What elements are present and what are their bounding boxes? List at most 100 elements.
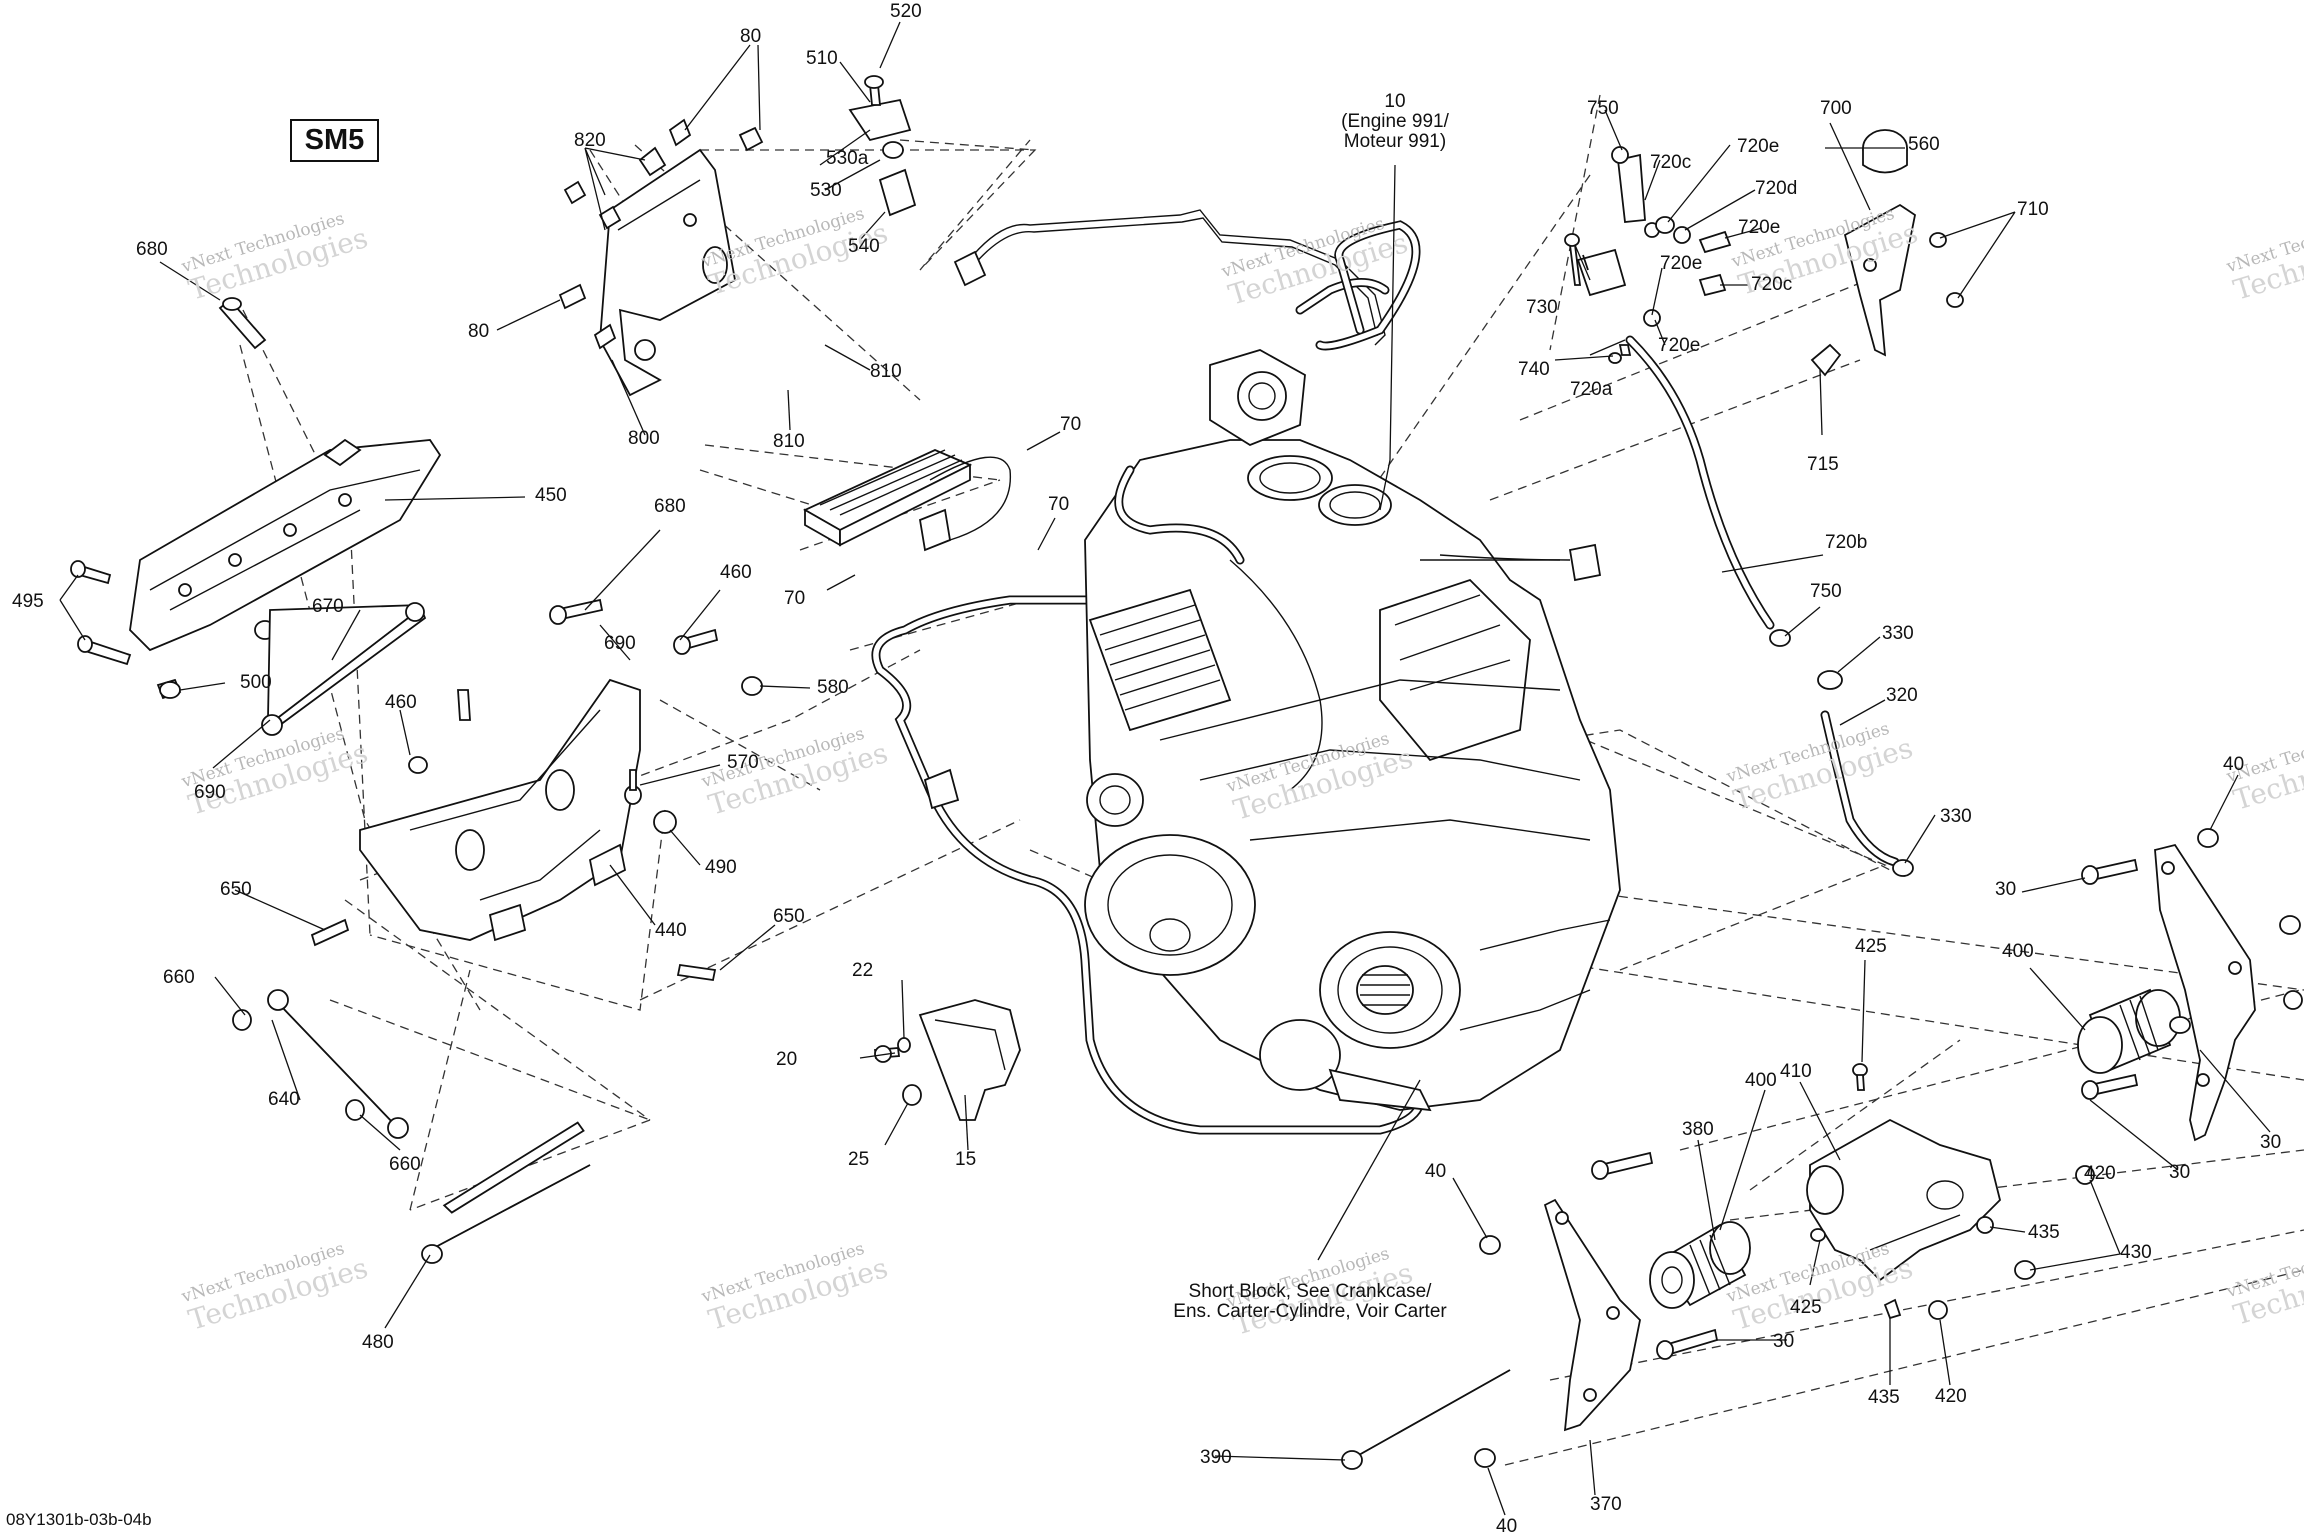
callout-label: 580 bbox=[817, 677, 849, 698]
callout-label: 740 bbox=[1518, 359, 1550, 380]
model-badge: SM5 bbox=[290, 119, 379, 162]
callout-label: 690 bbox=[604, 633, 636, 654]
bracket-450 bbox=[129, 438, 442, 652]
callout-label: 30 bbox=[2260, 1132, 2282, 1153]
bracket-440 bbox=[359, 678, 641, 942]
bracket-370 bbox=[1474, 1198, 1641, 1468]
callout-label: 570 bbox=[727, 752, 759, 773]
bracket-380 bbox=[2154, 828, 2303, 1142]
callout-label: 720c bbox=[1650, 152, 1692, 173]
callout-label: 720c bbox=[1751, 274, 1793, 295]
engine-assembly bbox=[1084, 220, 1621, 1112]
callout-label: 720e bbox=[1658, 335, 1701, 356]
clips-820 bbox=[563, 118, 764, 230]
callout-label: 750 bbox=[1587, 98, 1619, 119]
callout-label: 30 bbox=[2169, 1162, 2191, 1183]
callout-label: 40 bbox=[1496, 1516, 1518, 1537]
callout-label: 720d bbox=[1755, 178, 1798, 199]
callout-label: 500 bbox=[240, 672, 272, 693]
callout-label: 800 bbox=[628, 428, 660, 449]
callout-label: 15 bbox=[955, 1149, 977, 1170]
bolt-480 bbox=[421, 1121, 591, 1264]
callout-label: 40 bbox=[2223, 754, 2245, 775]
callout-label: 495 bbox=[12, 591, 44, 612]
cap-560 bbox=[1862, 129, 1908, 174]
ecu-module bbox=[803, 449, 1012, 552]
bolts-center-left bbox=[310, 598, 763, 982]
callout-label: 480 bbox=[362, 1332, 394, 1353]
callout-label: 750 bbox=[1810, 581, 1842, 602]
callout-leaders bbox=[59, 21, 2271, 1516]
callout-label: 720a bbox=[1570, 379, 1613, 400]
callout-label: 430 bbox=[2120, 1242, 2152, 1263]
callout-label: 80 bbox=[740, 26, 762, 47]
callout-label: 435 bbox=[1868, 1387, 1900, 1408]
callout-label: 720e bbox=[1738, 217, 1781, 238]
callout-label: 440 bbox=[655, 920, 687, 941]
bolts-30 bbox=[1591, 858, 2139, 1360]
callout-label: 30 bbox=[1995, 879, 2017, 900]
callout-label: 660 bbox=[163, 967, 195, 988]
callout-label: 520 bbox=[890, 1, 922, 22]
bolts-495 bbox=[70, 560, 132, 666]
engine-label-line2: Moteur 991) bbox=[1343, 130, 1447, 152]
callout-label: 40 bbox=[1425, 1161, 1447, 1182]
callout-label: 460 bbox=[385, 692, 417, 713]
callout-label: 700 bbox=[1820, 98, 1852, 119]
callout-label: 80 bbox=[468, 321, 490, 342]
callout-label: 720b bbox=[1825, 532, 1868, 553]
fastener-680-top bbox=[218, 297, 267, 350]
callout-label: 530a bbox=[826, 148, 869, 169]
callout-label: 435 bbox=[2028, 1222, 2060, 1243]
engine-callout: 10 (Engine 991/ Moteur 991) bbox=[1340, 92, 1450, 152]
fasteners-20-22-25 bbox=[873, 1037, 922, 1106]
fitting-720 bbox=[1564, 146, 1732, 364]
callout-label: 820 bbox=[574, 130, 606, 151]
callout-label: 690 bbox=[194, 782, 226, 803]
callout-label: 715 bbox=[1807, 454, 1839, 475]
callout-label: 680 bbox=[136, 239, 168, 260]
callout-label: 30 bbox=[1773, 1331, 1795, 1352]
callout-label: 410 bbox=[1780, 1061, 1812, 1082]
sensor-510 bbox=[848, 75, 917, 217]
rod-670 bbox=[261, 602, 427, 736]
callout-label: 400 bbox=[2002, 941, 2034, 962]
callout-label: 510 bbox=[806, 48, 838, 69]
engine-label-line1: (Engine 991/ bbox=[1341, 110, 1449, 132]
callout-label: 25 bbox=[848, 1149, 870, 1170]
hose-720b bbox=[1625, 335, 1791, 647]
callout-label: 22 bbox=[852, 960, 874, 981]
callout-label: 660 bbox=[389, 1154, 421, 1175]
callout-label: 70 bbox=[784, 588, 806, 609]
callout-label: 330 bbox=[1882, 623, 1914, 644]
callout-label: 320 bbox=[1886, 685, 1918, 706]
callout-label: 650 bbox=[220, 879, 252, 900]
callout-label: 540 bbox=[848, 236, 880, 257]
callout-label: 810 bbox=[773, 431, 805, 452]
callout-label: 330 bbox=[1940, 806, 1972, 827]
callout-label: 10 bbox=[1384, 91, 1406, 112]
callout-label: 20 bbox=[776, 1049, 798, 1070]
bolt-390 bbox=[1341, 1369, 1511, 1470]
callout-label: 650 bbox=[773, 906, 805, 927]
callout-label: 370 bbox=[1590, 1494, 1622, 1515]
link-640 bbox=[232, 989, 409, 1139]
short-block-line2: Ens. Carter-Cylindre, Voir Carter bbox=[1173, 1300, 1447, 1322]
callout-label: 425 bbox=[1855, 936, 1887, 957]
callout-label: 640 bbox=[268, 1089, 300, 1110]
callout-label: 560 bbox=[1908, 134, 1940, 155]
short-block-note: Short Block, See Crankcase/ Ens. Carter-… bbox=[1160, 1282, 1460, 1322]
callout-label: 380 bbox=[1682, 1119, 1714, 1140]
callout-label: 450 bbox=[535, 485, 567, 506]
mount-400-lower bbox=[1649, 1221, 1751, 1309]
document-id: 08Y1301b-03b-04b bbox=[6, 1510, 152, 1529]
callout-label: 420 bbox=[2084, 1163, 2116, 1184]
callout-label: 680 bbox=[654, 496, 686, 517]
callout-label: 490 bbox=[705, 857, 737, 878]
harness-cable bbox=[871, 595, 1425, 1135]
callout-label: 400 bbox=[1745, 1070, 1777, 1091]
callout-label: 530 bbox=[810, 180, 842, 201]
cover-15 bbox=[918, 999, 1021, 1121]
